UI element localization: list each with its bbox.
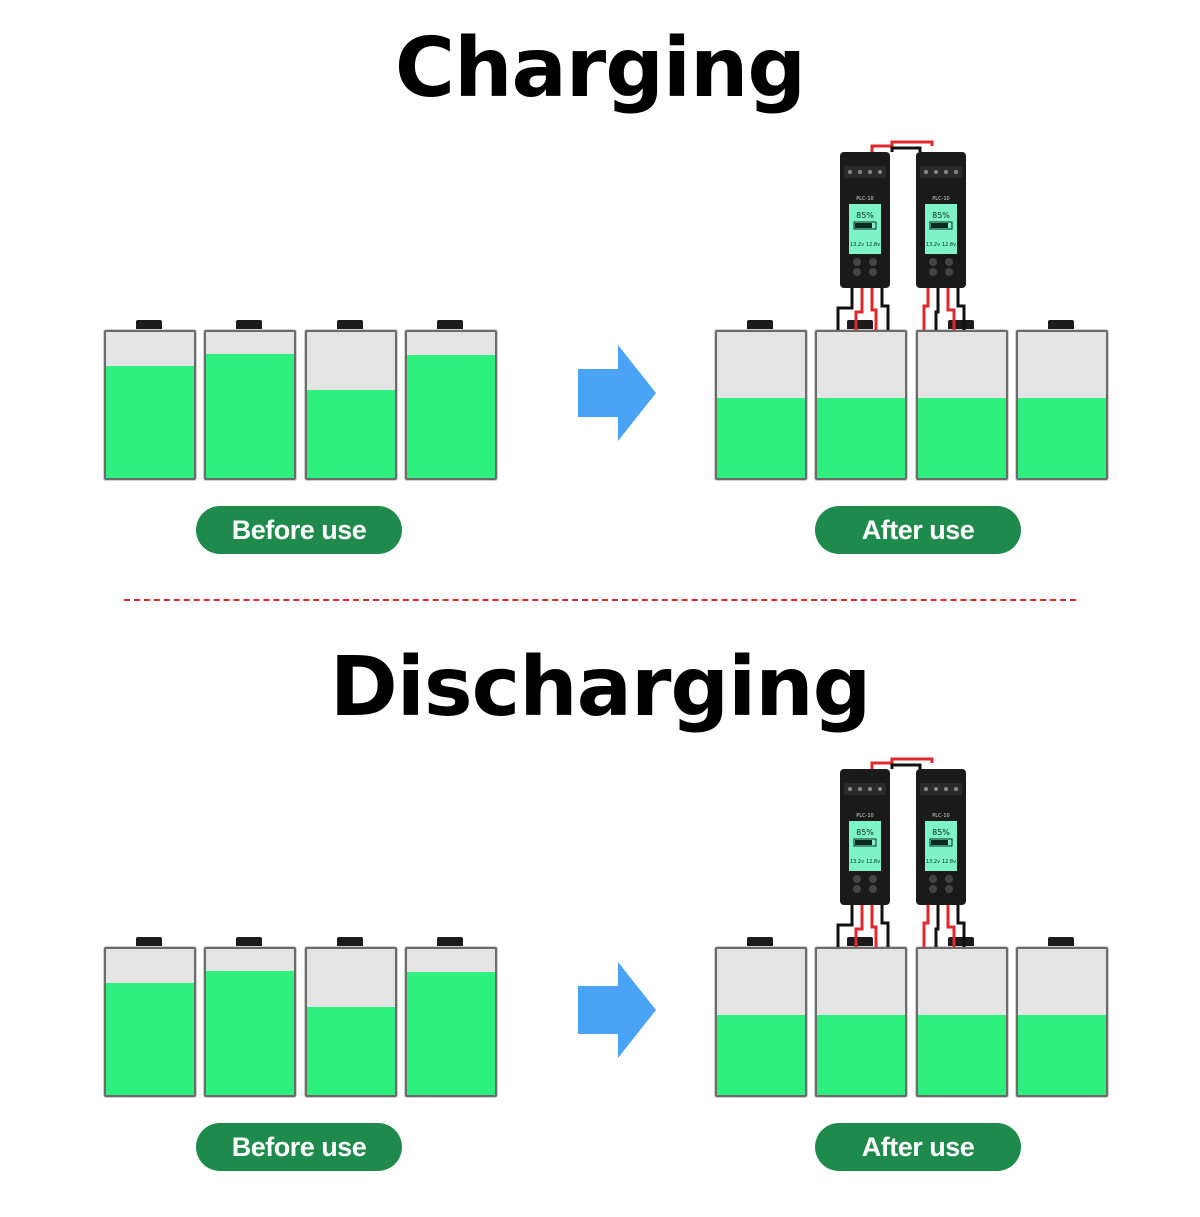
battery-icon: [305, 330, 397, 480]
battery-terminal: [236, 320, 262, 330]
battery-terminal: [236, 937, 262, 947]
section-title: Charging: [394, 21, 806, 116]
battery-terminal: [136, 320, 162, 330]
battery-icon: [715, 330, 807, 480]
device-voltage-left: 13.2v: [926, 242, 940, 248]
charging-section: Charging PLC-10 85% 13.2v: [0, 0, 1200, 600]
battery-icon: [815, 947, 907, 1097]
discharging-section: Discharging PLC-10 85% 13.2v 12.8v: [0, 617, 1200, 1217]
device-model: PLC-10: [932, 196, 949, 202]
device-model: PLC-10: [856, 196, 873, 202]
after-use-label: After use: [815, 506, 1021, 554]
battery-terminal: [437, 320, 463, 330]
device-voltage-right: 12.8v: [866, 859, 880, 865]
battery-icon: [104, 947, 196, 1097]
battery-terminal: [847, 320, 873, 330]
battery-terminal: [747, 937, 773, 947]
battery-terminal: [136, 937, 162, 947]
section-title: Discharging: [329, 640, 872, 735]
device-voltage-left: 13.2v: [850, 242, 864, 248]
device-voltage-right: 12.8v: [866, 242, 880, 248]
device-percent: 85%: [932, 211, 950, 220]
battery-icon: [916, 947, 1008, 1097]
before-use-label: Before use: [196, 1123, 402, 1171]
battery-icon: [204, 947, 296, 1097]
battery-terminal: [437, 937, 463, 947]
battery-icon: [405, 947, 497, 1097]
battery-terminal: [337, 320, 363, 330]
battery-terminal: [847, 937, 873, 947]
balancer-device-icon: PLC-10 85% 13.2v 12.8v PLC-10 85% 13.2v …: [836, 140, 966, 330]
battery-terminal: [1048, 320, 1074, 330]
device-model: PLC-10: [932, 813, 949, 819]
battery-terminal: [747, 320, 773, 330]
battery-terminal: [948, 320, 974, 330]
battery-icon: [1016, 947, 1108, 1097]
section-divider: [124, 599, 1076, 601]
device-voltage-left: 13.2v: [926, 859, 940, 865]
battery-icon: [1016, 330, 1108, 480]
device-percent: 85%: [856, 828, 874, 837]
battery-icon: [104, 330, 196, 480]
device-voltage-right: 12.8v: [942, 242, 956, 248]
battery-icon: [815, 330, 907, 480]
after-use-label: After use: [815, 1123, 1021, 1171]
battery-icon: [204, 330, 296, 480]
battery-icon: [405, 330, 497, 480]
device-model: PLC-10: [856, 813, 873, 819]
device-percent: 85%: [856, 211, 874, 220]
before-use-label: Before use: [196, 506, 402, 554]
battery-terminal: [948, 937, 974, 947]
balancer-device-icon: PLC-10 85% 13.2v 12.8v PLC-10 85% 13.2v …: [836, 757, 966, 947]
device-percent: 85%: [932, 828, 950, 837]
battery-terminal: [337, 937, 363, 947]
battery-icon: [715, 947, 807, 1097]
battery-icon: [916, 330, 1008, 480]
battery-icon: [305, 947, 397, 1097]
battery-terminal: [1048, 937, 1074, 947]
device-voltage-left: 13.2v: [850, 859, 864, 865]
arrow-right-icon: [578, 962, 656, 1058]
device-voltage-right: 12.8v: [942, 859, 956, 865]
arrow-right-icon: [578, 345, 656, 441]
